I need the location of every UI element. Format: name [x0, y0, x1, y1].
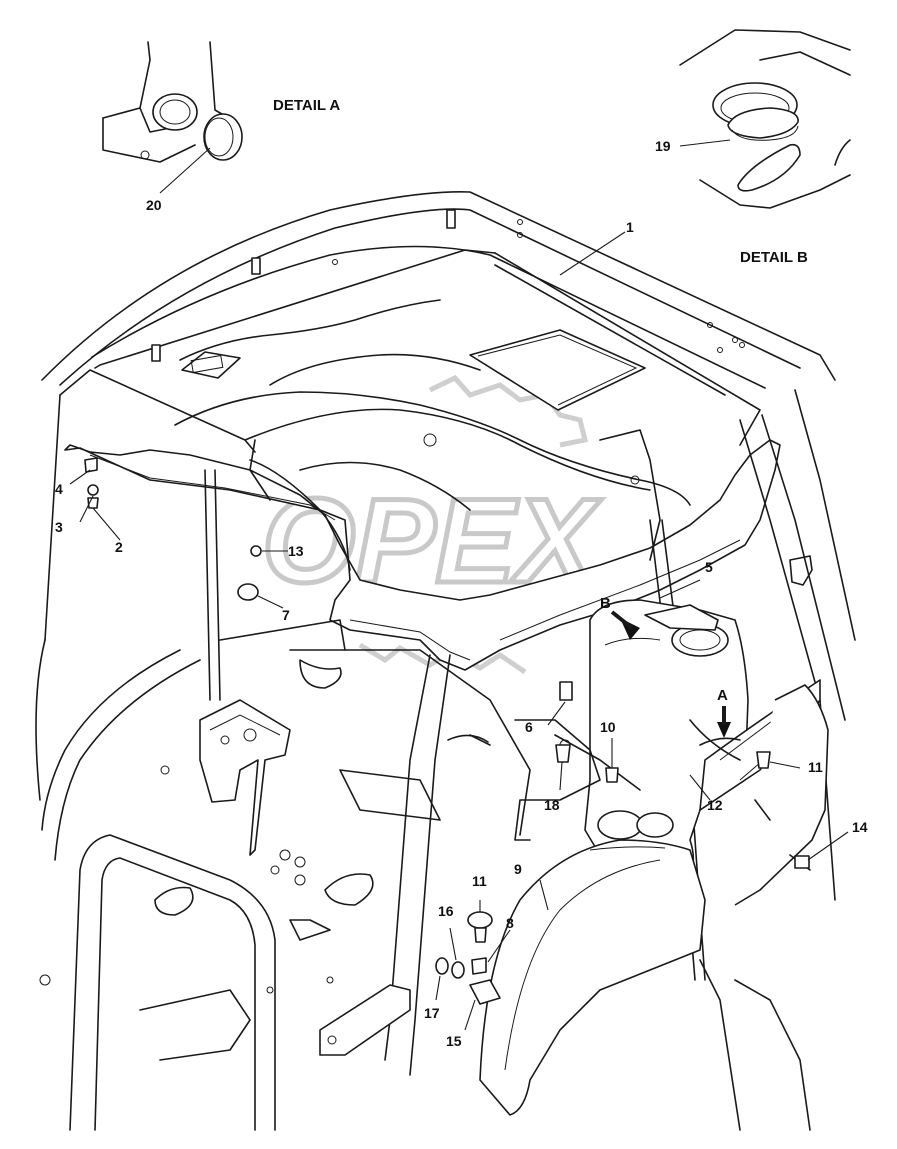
- leader-lines: [69, 231, 849, 1031]
- detail-b-title: DETAIL B: [740, 249, 808, 266]
- screw-10: [605, 767, 619, 783]
- cab-body: [35, 389, 856, 1131]
- callout-10: 10: [600, 719, 616, 735]
- washer-16: [451, 961, 465, 979]
- view-marker-b: B: [600, 595, 611, 612]
- right-console: [479, 555, 829, 1131]
- detail-a-title: DETAIL A: [273, 97, 340, 114]
- bolt-6: [559, 681, 573, 701]
- callout-9: 9: [514, 861, 522, 877]
- callout-14: 14: [852, 819, 868, 835]
- cap-11: [467, 911, 493, 929]
- callout-6: 6: [525, 719, 533, 735]
- callout-18: 18: [544, 797, 560, 813]
- detail-a-inset: 20 DETAIL A: [102, 41, 340, 213]
- bracket-15: [469, 979, 501, 1005]
- callout-17: 17: [424, 1005, 440, 1021]
- callout-16: 16: [438, 903, 454, 919]
- callout-19: 19: [655, 138, 671, 154]
- bushing-18: [555, 744, 571, 763]
- view-marker-a: A: [717, 687, 728, 704]
- screw-11-right: [756, 751, 771, 769]
- callout-8: 8: [506, 915, 514, 931]
- washer-3: [87, 484, 99, 496]
- nut-4: [84, 457, 98, 473]
- plug-7: [237, 583, 259, 601]
- callout-11-right: 11: [808, 759, 823, 775]
- detail-b-inset: 19 DETAIL B: [655, 29, 851, 266]
- arrow-a: [717, 722, 731, 738]
- clip-8: [471, 957, 487, 975]
- callout-12: 12: [707, 797, 723, 813]
- callout-7: 7: [282, 607, 290, 623]
- callout-1: 1: [626, 219, 634, 235]
- cab-roof: [41, 191, 836, 641]
- plug-13: [250, 545, 262, 557]
- callout-20: 20: [146, 197, 162, 213]
- callout-15: 15: [446, 1033, 462, 1049]
- callout-labels: 1 2 3 4 5 6 7 8 9 10 11 12 13 14 15 16 1…: [55, 219, 868, 1049]
- callout-4: 4: [55, 481, 63, 497]
- callout-3: 3: [55, 519, 63, 535]
- callout-5: 5: [705, 559, 713, 575]
- callout-2: 2: [115, 539, 123, 555]
- nut-17: [435, 957, 449, 975]
- callout-13: 13: [288, 543, 304, 559]
- callout-11: 11: [472, 873, 487, 889]
- fasteners: [84, 457, 771, 1005]
